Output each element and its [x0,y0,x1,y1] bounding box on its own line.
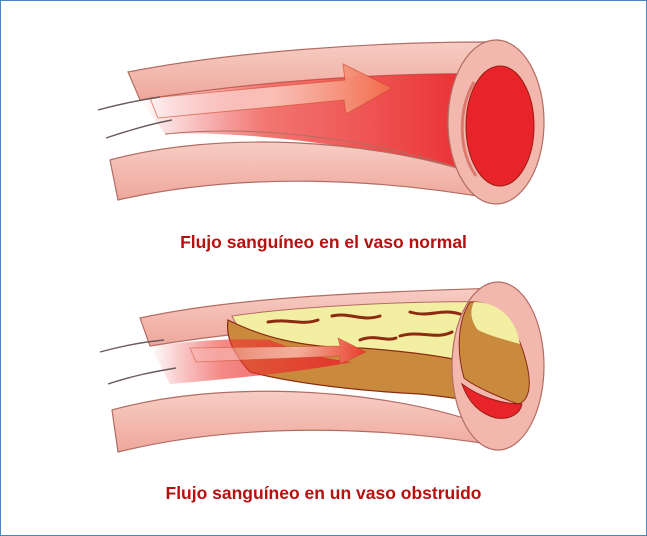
flow-arrow [189,337,367,365]
flow-arrow [149,63,394,119]
inner-wall-line [164,130,471,173]
vessel-opening-lumen [461,382,523,419]
caption-normal-vessel: Flujo sanguíneo en el vaso normal [180,232,467,252]
flow-line [105,119,173,139]
plaque-deposits [266,310,508,342]
vessel-bottom-wall [111,390,503,453]
caption-obstructed-vessel: Flujo sanguíneo en un vaso obstruido [165,483,482,503]
flow-line [97,96,161,111]
obstructed-vessel-illustration [99,281,545,453]
normal-vessel-illustration [97,39,545,205]
flow-line [99,339,165,353]
vessel-opening-plaque-fat [471,302,520,344]
flow-line [107,367,177,385]
vessel-opening-lumen [465,65,535,187]
